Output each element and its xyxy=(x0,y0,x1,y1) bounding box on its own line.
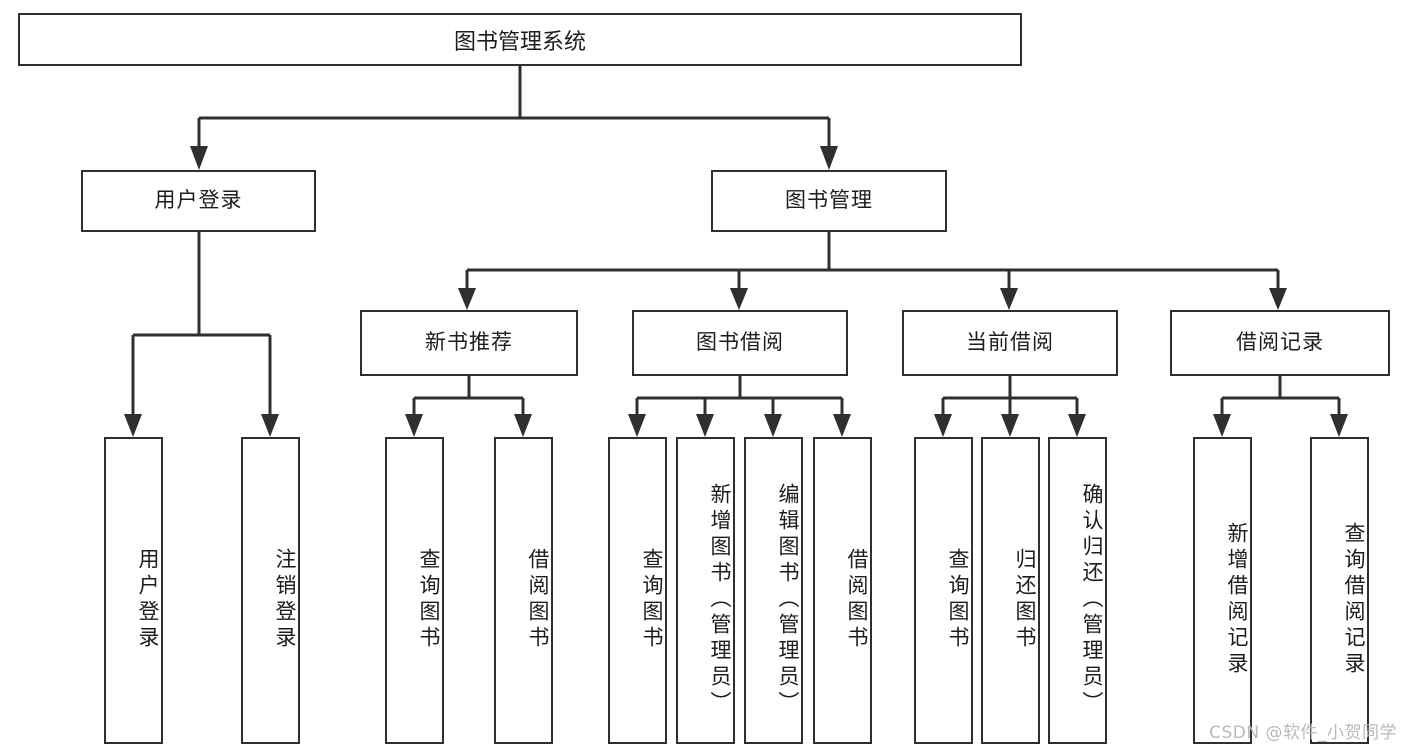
leaf-query-book-recommend[interactable]: 查询图书 xyxy=(385,437,444,744)
node-user-login[interactable]: 用户登录 xyxy=(81,170,316,232)
node-label: 图书管理系统 xyxy=(453,29,586,55)
leaf-query-book-current[interactable]: 查询图书 xyxy=(914,437,973,744)
node-label: 查询借阅记录 xyxy=(1342,521,1366,678)
node-label: 查询图书 xyxy=(417,547,441,652)
leaf-confirm-return-admin[interactable]: 确认归还（管理员） xyxy=(1048,437,1107,744)
watermark-text: CSDN @软件_小贺同学 xyxy=(1209,723,1397,743)
node-label: 当前借阅 xyxy=(966,330,1054,355)
node-label: 新增借阅记录 xyxy=(1225,521,1249,678)
leaf-borrow-book-recommend[interactable]: 借阅图书 xyxy=(494,437,553,744)
leaf-return-book[interactable]: 归还图书 xyxy=(981,437,1040,744)
node-label: 借阅记录 xyxy=(1236,330,1324,355)
node-label: 图书管理 xyxy=(785,188,873,213)
leaf-user-login[interactable]: 用户登录 xyxy=(104,437,163,744)
node-label: 查询图书 xyxy=(946,547,970,652)
node-label: 编辑图书（管理员） xyxy=(776,482,800,717)
node-book-borrow[interactable]: 图书借阅 xyxy=(632,310,848,376)
node-borrow-record[interactable]: 借阅记录 xyxy=(1170,310,1390,376)
node-current-borrow[interactable]: 当前借阅 xyxy=(902,310,1118,376)
node-label: 确认归还（管理员） xyxy=(1080,482,1104,717)
leaf-query-borrow-record[interactable]: 查询借阅记录 xyxy=(1310,437,1369,744)
node-label: 借阅图书 xyxy=(526,547,550,652)
leaf-edit-book-admin[interactable]: 编辑图书（管理员） xyxy=(744,437,803,744)
node-label: 归还图书 xyxy=(1013,547,1037,652)
leaf-logout[interactable]: 注销登录 xyxy=(241,437,300,744)
leaf-add-borrow-record[interactable]: 新增借阅记录 xyxy=(1193,437,1252,744)
leaf-query-book-borrow[interactable]: 查询图书 xyxy=(608,437,667,744)
leaf-borrow-book[interactable]: 借阅图书 xyxy=(813,437,872,744)
node-label: 用户登录 xyxy=(136,547,160,652)
node-label: 新增图书（管理员） xyxy=(708,482,732,717)
node-root-system[interactable]: 图书管理系统 xyxy=(18,13,1022,66)
node-label: 查询图书 xyxy=(640,547,664,652)
leaf-add-book-admin[interactable]: 新增图书（管理员） xyxy=(676,437,735,744)
node-label: 注销登录 xyxy=(273,547,297,652)
node-book-management[interactable]: 图书管理 xyxy=(711,170,947,232)
node-label: 新书推荐 xyxy=(425,330,513,355)
node-label: 用户登录 xyxy=(154,188,243,213)
node-new-book-recommend[interactable]: 新书推荐 xyxy=(360,310,578,376)
node-label: 图书借阅 xyxy=(696,330,784,355)
node-label: 借阅图书 xyxy=(845,547,869,652)
